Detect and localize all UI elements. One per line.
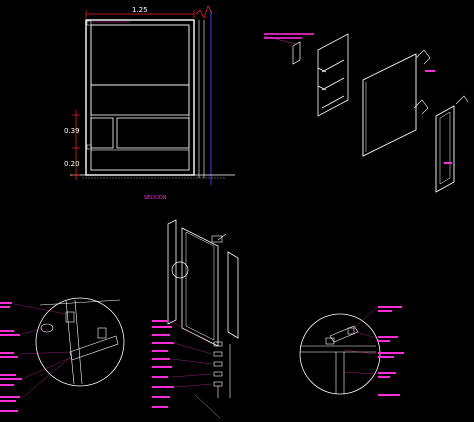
- exploded-door: [152, 219, 239, 419]
- upper-panel: [90, 24, 190, 86]
- shelf-frame: [317, 33, 349, 117]
- lower-left-panel: [90, 117, 114, 149]
- base-rail: [90, 149, 190, 171]
- door-frame-outer: [85, 19, 195, 176]
- detail-circle-right: [299, 306, 404, 396]
- isometric-parts: [263, 33, 469, 193]
- section-elevation: 1.25 0.39 0.20 SECCION: [64, 5, 235, 201]
- lower-right-panel: [116, 117, 190, 149]
- side-post: [227, 251, 239, 339]
- door-leaf: [167, 219, 177, 325]
- middle-panel: [90, 84, 190, 116]
- detail-circle-left: [0, 297, 125, 412]
- detail-right-circle: [299, 313, 381, 395]
- hinge-bottom: [86, 144, 92, 150]
- section-caption: SECCION: [144, 195, 167, 201]
- detail-left-circle: [35, 297, 125, 387]
- bracket-piece: [292, 41, 301, 65]
- detail-callout-circle: [171, 261, 189, 279]
- hinge-top: [86, 20, 92, 26]
- narrow-panel: [435, 105, 455, 193]
- door-panel: [362, 53, 417, 157]
- height-dimension-1: 0.39: [64, 127, 80, 135]
- height-dimension-2: 0.20: [64, 160, 80, 168]
- width-dimension: 1.25: [132, 6, 148, 14]
